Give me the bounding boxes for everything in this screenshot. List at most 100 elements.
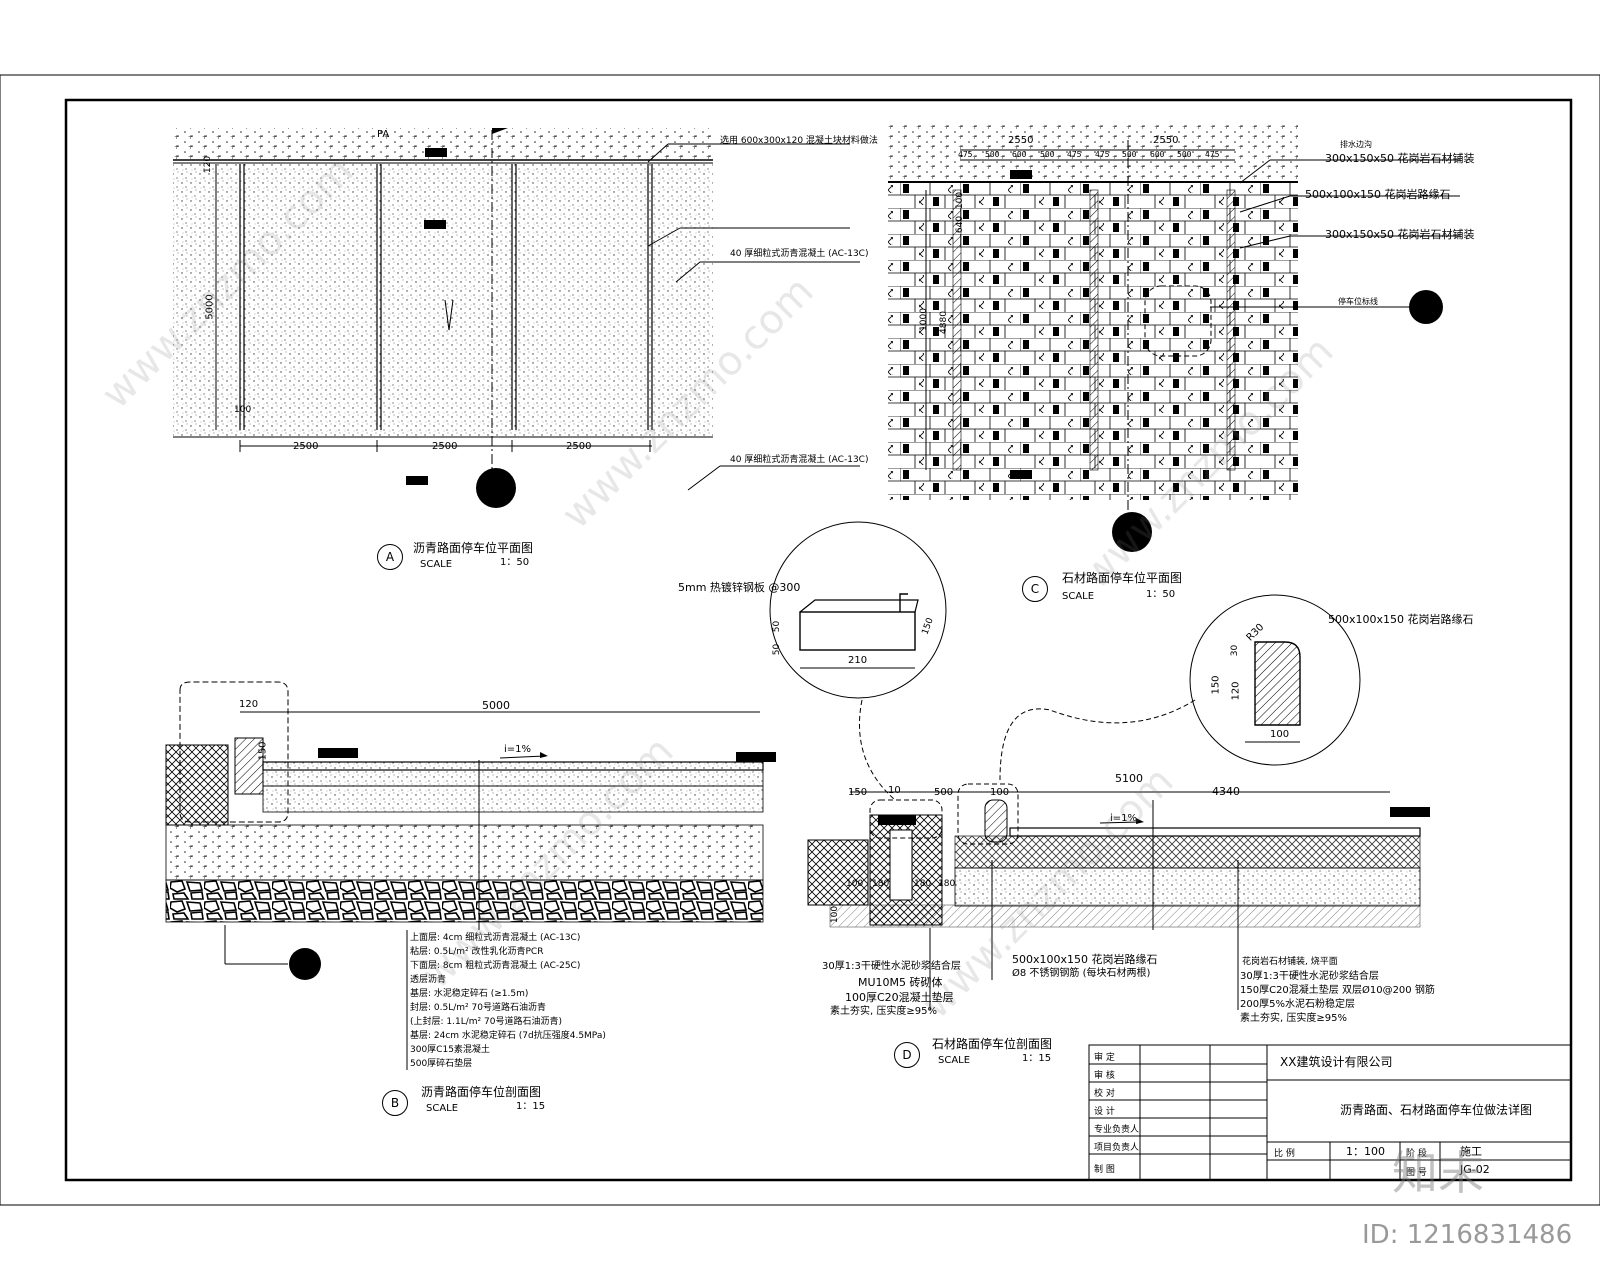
plan-c-dim-part-7: 500 bbox=[1122, 150, 1137, 159]
title-block-stage-label: 阶 段 bbox=[1406, 1149, 1427, 1159]
plan-a-scale-label: SCALE bbox=[420, 559, 453, 570]
section-d-layer-right-4: 200厚5%水泥石粉稳定层 bbox=[1240, 999, 1355, 1010]
section-b-scale-label: SCALE bbox=[426, 1103, 459, 1114]
title-block-scale-value: 1：100 bbox=[1346, 1145, 1385, 1158]
detail-curb-dim-1: 30 bbox=[1230, 644, 1241, 657]
section-d-dim-2: 10 bbox=[888, 785, 901, 796]
plan-c-drawing bbox=[888, 124, 1460, 552]
section-b-layer-9: 300厚C15素混凝土 bbox=[410, 1045, 490, 1055]
section-d-dim-1: 150 bbox=[848, 787, 868, 798]
title-block-row-4: 设 计 bbox=[1094, 1107, 1115, 1117]
section-d-title: 石材路面停车位剖面图 bbox=[932, 1037, 1053, 1051]
plan-c-dim-part-5: 475 bbox=[1067, 150, 1082, 159]
section-d-slope: i=1% bbox=[1110, 813, 1138, 824]
plan-a-dim-bay-3: 2500 bbox=[566, 441, 592, 452]
section-b-label-circle: B bbox=[382, 1090, 408, 1116]
section-b-layer-4: 透层沥青 bbox=[410, 975, 447, 985]
section-d-ditch-3: 180 bbox=[914, 879, 932, 889]
title-block-row-1: 审 定 bbox=[1094, 1053, 1115, 1063]
plan-a-pa-label: PA bbox=[377, 129, 390, 140]
section-d-layer-left-4: 素土夯实, 压实度≥95% bbox=[830, 1006, 937, 1017]
detail-plate-dim-2: 50 bbox=[772, 643, 783, 656]
section-b-layer-7: (上封层: 1.1L/m² 70号道路石油沥青) bbox=[410, 1017, 562, 1027]
plan-c-dim-part-10: 475 bbox=[1205, 150, 1220, 159]
plan-c-dim-part-8: 600 bbox=[1150, 150, 1165, 159]
plan-c-dim-left-4: 4880 bbox=[938, 311, 949, 334]
section-d-dim-total: 5100 bbox=[1115, 772, 1143, 785]
plan-a-drawing bbox=[173, 128, 860, 508]
title-block-row-5: 专业负责人 bbox=[1094, 1125, 1140, 1135]
plan-a-dim-top: 120 bbox=[203, 155, 214, 174]
title-block-grid bbox=[1088, 1044, 1572, 1181]
title-block-company: XX建筑设计有限公司 bbox=[1280, 1055, 1393, 1069]
plan-c-dim-part-2: 500 bbox=[985, 150, 1000, 159]
section-b-scale-value: 1：15 bbox=[516, 1101, 546, 1112]
plan-a-dim-height: 5000 bbox=[204, 294, 216, 320]
detail-curb-label: 500x100x150 花岗岩路缘石 bbox=[1328, 613, 1474, 626]
section-d-layer-mid-1: 500x100x150 花岗岩路缘石 bbox=[1012, 953, 1158, 966]
section-d-scale-label: SCALE bbox=[938, 1055, 971, 1066]
plan-a-note-low: 40 厚细粒式沥青混凝土 (AC-13C) bbox=[730, 455, 869, 465]
watermark-logo: 知末 bbox=[1392, 1146, 1484, 1200]
title-block-row-2: 审 核 bbox=[1094, 1071, 1115, 1081]
section-d-label-circle: D bbox=[894, 1042, 920, 1068]
section-b-layer-2: 粘层: 0.5L/m² 改性乳化沥青PCR bbox=[410, 947, 544, 957]
watermark-id: ID: 1216831486 bbox=[1362, 1220, 1573, 1250]
plan-c-note-2: 500x100x150 花岗岩路缘石 bbox=[1305, 188, 1451, 201]
section-d-ditch-2: 180 bbox=[872, 879, 890, 889]
detail-curb-dim-3: 120 bbox=[1230, 681, 1242, 701]
title-block-row-6: 项目负责人 bbox=[1094, 1143, 1140, 1153]
plan-a-scale-value: 1：50 bbox=[500, 557, 530, 568]
plan-c-dim-half-1: 2550 bbox=[1008, 135, 1034, 146]
plan-c-note-side: 停车位标线 bbox=[1338, 297, 1378, 306]
plan-c-dim-left-3: 1000 bbox=[918, 308, 929, 331]
plan-c-dim-half-2: 2550 bbox=[1153, 135, 1179, 146]
title-block-row-7: 制 图 bbox=[1094, 1165, 1115, 1175]
section-d-ditch-4: 180 bbox=[938, 879, 956, 889]
plan-c-label-circle: C bbox=[1022, 576, 1048, 602]
detail-plate-dim-1: 50 bbox=[772, 620, 783, 633]
detail-plate-dim-3: 210 bbox=[848, 655, 868, 666]
plan-a-note-mid: 40 厚细粒式沥青混凝土 (AC-13C) bbox=[730, 249, 869, 259]
plan-c-dim-part-3: 600 bbox=[1012, 150, 1027, 159]
section-b-layer-5: 基层: 水泥稳定碎石 (≥1.5m) bbox=[410, 989, 529, 999]
plan-c-scale-value: 1：50 bbox=[1146, 589, 1176, 600]
section-d-layer-mid-2: Ø8 不锈钢钢筋 (每块石材两根) bbox=[1012, 968, 1151, 979]
section-d-dim-left: 100 bbox=[830, 905, 841, 924]
section-d-layer-right-2: 30厚1:3干硬性水泥砂浆结合层 bbox=[1240, 971, 1379, 982]
section-b-title: 沥青路面停车位剖面图 bbox=[421, 1085, 542, 1099]
plan-c-note-top-right: 排水边沟 bbox=[1340, 140, 1372, 149]
detail-callouts bbox=[769, 521, 1361, 801]
plan-c-dim-part-6: 475 bbox=[1095, 150, 1110, 159]
section-b-layer-1: 上面层: 4cm 细粒式沥青混凝土 (AC-13C) bbox=[410, 933, 581, 943]
section-d-drawing bbox=[807, 783, 1430, 1010]
section-b-layer-8: 基层: 24cm 水泥稳定碎石 (7d抗压强度4.5MPa) bbox=[410, 1031, 606, 1041]
title-block-scale-label: 比 例 bbox=[1274, 1149, 1295, 1159]
plan-c-scale-label: SCALE bbox=[1062, 591, 1095, 602]
section-d-layer-left-1: 30厚1:3干硬性水泥砂浆结合层 bbox=[822, 961, 961, 972]
plan-a-title: 沥青路面停车位平面图 bbox=[413, 541, 534, 555]
section-b-drawing bbox=[165, 681, 776, 1070]
section-d-ditch-1: 100 bbox=[846, 879, 864, 889]
plan-c-dim-left-2: 640 bbox=[955, 215, 966, 234]
section-d-scale-value: 1：15 bbox=[1022, 1053, 1052, 1064]
section-d-dim-3: 500 bbox=[934, 787, 954, 798]
section-b-layer-6: 封层: 0.5L/m² 70号道路石油沥青 bbox=[410, 1003, 546, 1013]
section-d-layer-right-1: 花岗岩石材铺装, 烧平面 bbox=[1242, 957, 1338, 967]
plan-a-dim-bay-1: 2500 bbox=[293, 441, 319, 452]
section-b-slope: i=1% bbox=[504, 744, 532, 755]
section-d-layer-left-3: 100厚C20混凝土垫层 bbox=[845, 991, 954, 1004]
plan-a-label-circle: A bbox=[377, 544, 403, 570]
detail-plate-label: 5mm 热镀锌钢板 @300 bbox=[678, 581, 801, 594]
detail-curb-dim-4: 100 bbox=[1270, 729, 1290, 740]
section-b-layer-3: 下面层: 8cm 粗粒式沥青混凝土 (AC-25C) bbox=[410, 961, 581, 971]
title-block-drawing-title: 沥青路面、石材路面停车位做法详图 bbox=[1340, 1103, 1533, 1117]
section-d-layer-left-2: MU10M5 砖砌体 bbox=[858, 976, 943, 989]
section-d-dim-5: 4340 bbox=[1212, 785, 1240, 798]
section-b-dim-total: 5000 bbox=[482, 699, 510, 712]
section-b-layer-10: 500厚碎石垫层 bbox=[410, 1059, 473, 1069]
title-block-number-label: 图 号 bbox=[1406, 1168, 1427, 1178]
section-d-layer-right-5: 素土夯实, 压实度≥95% bbox=[1240, 1013, 1347, 1024]
plan-c-dim-left-1: 100 bbox=[955, 191, 966, 210]
